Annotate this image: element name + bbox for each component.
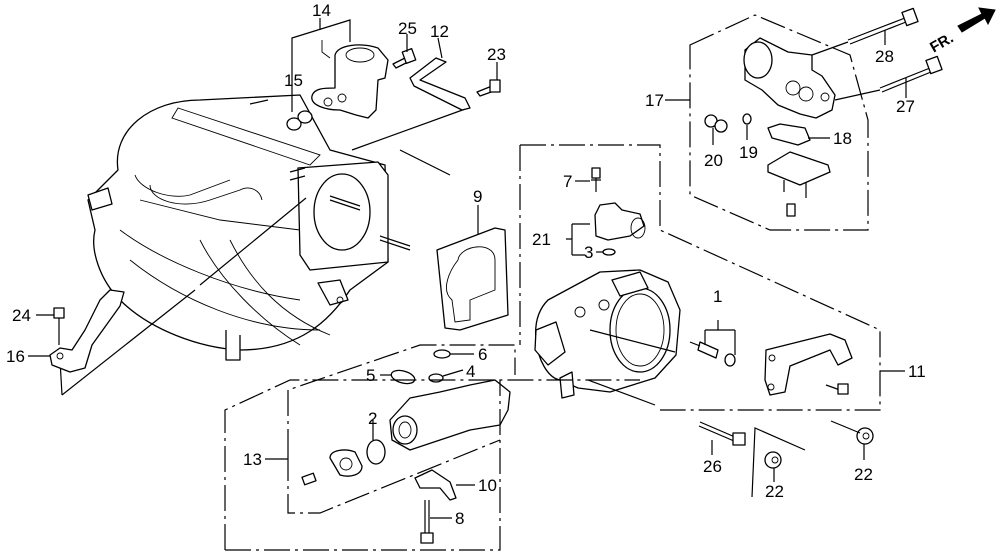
gasket-9[interactable]	[436, 227, 509, 331]
callout-labels: 14 15 25 12 23 9 7 21 3 17 18 19 20 28 2…	[6, 1, 926, 528]
group-13-outline	[224, 379, 640, 551]
callout-24[interactable]: 24	[12, 306, 31, 325]
callout-6[interactable]: 6	[478, 345, 487, 364]
callout-16[interactable]: 16	[6, 347, 25, 366]
callout-19[interactable]: 19	[739, 143, 758, 162]
callout-27[interactable]: 27	[896, 97, 915, 116]
o-ring-6[interactable]	[433, 349, 451, 359]
bolt-26[interactable]	[698, 421, 746, 446]
front-direction-marker: FR.	[927, 7, 996, 57]
callout-21[interactable]: 21	[532, 230, 551, 249]
eacv-assembly[interactable]	[389, 379, 511, 451]
iacv-assembly[interactable]	[743, 37, 836, 119]
callout-22a[interactable]: 22	[765, 482, 784, 501]
callout-5[interactable]: 5	[366, 366, 375, 385]
o-ring-4[interactable]	[428, 373, 444, 383]
leader-line	[351, 107, 469, 151]
gasket-15[interactable]	[286, 110, 313, 131]
throttle-body[interactable]	[534, 269, 681, 399]
gasket-20[interactable]	[704, 114, 728, 133]
leader-line	[587, 379, 656, 406]
callout-12[interactable]: 12	[430, 22, 449, 41]
callout-8[interactable]: 8	[455, 509, 464, 528]
bracket-16[interactable]	[49, 289, 125, 373]
o-ring-19[interactable]	[742, 113, 752, 125]
bolt-small-13[interactable]	[301, 472, 317, 486]
leader-line	[834, 89, 881, 101]
bracket-10[interactable]	[414, 469, 457, 501]
callout-11[interactable]: 11	[908, 362, 926, 381]
stay-12[interactable]	[409, 57, 471, 111]
stud	[329, 195, 361, 211]
callout-13[interactable]: 13	[243, 450, 262, 469]
nut-22b[interactable]	[856, 427, 874, 445]
callout-17[interactable]: 17	[645, 91, 664, 110]
group-13-inner	[287, 344, 516, 514]
gasket-5[interactable]	[390, 368, 416, 386]
gasket-18[interactable]	[767, 123, 811, 146]
front-label: FR.	[927, 30, 956, 57]
bolt-11[interactable]	[825, 383, 849, 395]
callout-leaders	[28, 18, 907, 519]
bolt-small[interactable]	[786, 203, 796, 217]
bolt-24[interactable]	[53, 307, 65, 345]
bracket-11[interactable]	[764, 333, 853, 396]
bolt-23[interactable]	[476, 79, 501, 97]
bolt-8[interactable]	[420, 500, 434, 544]
callout-9[interactable]: 9	[473, 187, 482, 206]
callout-2[interactable]: 2	[368, 409, 377, 428]
bolt-25[interactable]	[392, 48, 417, 69]
leader-line	[399, 149, 451, 176]
callout-15[interactable]: 15	[284, 71, 303, 90]
leader-line	[589, 329, 676, 353]
arrow-up-right-icon	[957, 7, 996, 33]
leader-line	[811, 41, 849, 56]
leader-line	[61, 289, 196, 396]
flange-gasket[interactable]	[329, 449, 363, 477]
callout-28[interactable]: 28	[875, 47, 894, 66]
callout-10[interactable]: 10	[478, 476, 497, 495]
callout-22b[interactable]: 22	[854, 465, 873, 484]
callout-4[interactable]: 4	[466, 362, 475, 381]
tps-sensor[interactable]	[594, 202, 646, 241]
o-ring-2[interactable]	[366, 439, 386, 465]
callout-26[interactable]: 26	[703, 457, 722, 476]
o-ring-3[interactable]	[602, 248, 616, 256]
bolt-28[interactable]	[847, 7, 919, 45]
callout-3[interactable]: 3	[584, 243, 593, 262]
leader-line	[199, 197, 307, 286]
screw-1[interactable]	[689, 341, 736, 367]
group-11-outline	[520, 144, 881, 411]
bolt-7[interactable]	[591, 167, 601, 192]
plate[interactable]	[767, 151, 831, 198]
fast-idle-valve[interactable]	[311, 40, 389, 119]
group-17-outline	[689, 14, 869, 231]
nut-22a[interactable]	[764, 451, 782, 469]
callout-18[interactable]: 18	[833, 129, 852, 148]
stud	[379, 235, 411, 251]
callout-1[interactable]: 1	[713, 287, 722, 306]
callout-23[interactable]: 23	[487, 45, 506, 64]
leader-line	[830, 420, 861, 434]
callout-20[interactable]: 20	[704, 151, 723, 170]
callout-7[interactable]: 7	[563, 172, 572, 191]
callout-25[interactable]: 25	[398, 19, 417, 38]
intake-manifold[interactable]	[87, 94, 411, 361]
leader-line	[751, 427, 806, 498]
callout-14[interactable]: 14	[312, 1, 331, 20]
